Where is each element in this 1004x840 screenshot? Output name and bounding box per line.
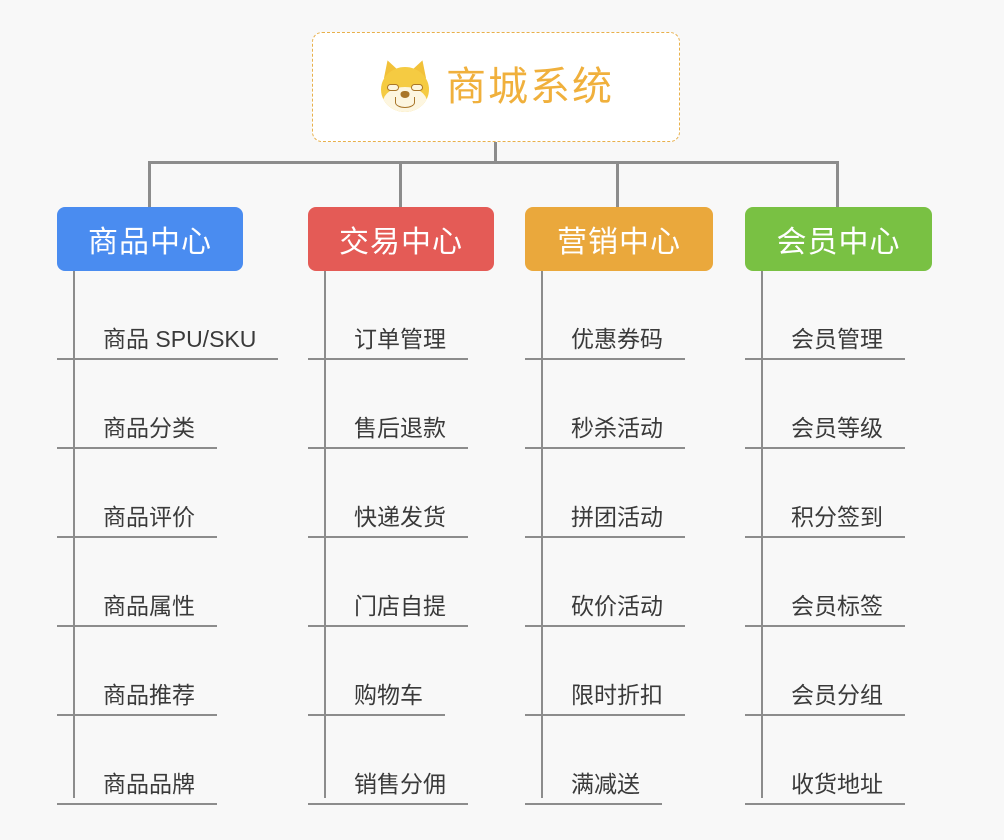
leaf-item-label: 会员分组 xyxy=(745,682,905,716)
leaf-item[interactable]: 购物车 xyxy=(308,627,494,716)
branch-header[interactable]: 营销中心 xyxy=(525,207,713,271)
leaf-item[interactable]: 商品评价 xyxy=(57,449,243,538)
leaf-list: 订单管理售后退款快递发货门店自提购物车销售分佣 xyxy=(308,271,494,805)
leaf-item-label: 会员管理 xyxy=(745,326,905,360)
connector-drop-4 xyxy=(836,161,839,207)
leaf-item[interactable]: 收货地址 xyxy=(745,716,932,805)
leaf-list: 会员管理会员等级积分签到会员标签会员分组收货地址 xyxy=(745,271,932,805)
leaf-item-label: 商品品牌 xyxy=(57,771,217,805)
leaf-item-label: 优惠券码 xyxy=(525,326,685,360)
branch-1: 商品中心商品 SPU/SKU 商品分类商品评价商品属性商品推荐商品品牌 xyxy=(57,207,279,805)
leaf-item-label: 订单管理 xyxy=(308,326,468,360)
leaf-item[interactable]: 售后退款 xyxy=(308,360,494,449)
root-title: 商城系统 xyxy=(446,65,614,109)
leaf-item-label: 收货地址 xyxy=(745,771,905,805)
leaf-item-label: 满减送 xyxy=(525,771,662,805)
leaf-item-label: 商品属性 xyxy=(57,593,217,627)
connector-drop-3 xyxy=(616,161,619,207)
branch-header[interactable]: 交易中心 xyxy=(308,207,494,271)
connector-drop-1 xyxy=(148,161,151,207)
branch-spine xyxy=(73,271,75,798)
root-node[interactable]: 商城系统 xyxy=(312,32,680,142)
leaf-item[interactable]: 优惠券码 xyxy=(525,271,713,360)
leaf-item[interactable]: 商品品牌 xyxy=(57,716,243,805)
branch-4: 会员中心会员管理会员等级积分签到会员标签会员分组收货地址 xyxy=(745,207,932,805)
branch-spine xyxy=(324,271,326,798)
leaf-item-label: 购物车 xyxy=(308,682,445,716)
branch-spine xyxy=(761,271,763,798)
leaf-item[interactable]: 积分签到 xyxy=(745,449,932,538)
leaf-item-label: 商品 SPU/SKU xyxy=(57,326,279,360)
branch-header[interactable]: 会员中心 xyxy=(745,207,932,271)
leaf-item[interactable]: 商品属性 xyxy=(57,538,243,627)
leaf-item-label: 砍价活动 xyxy=(525,593,685,627)
leaf-item-label: 秒杀活动 xyxy=(525,415,685,449)
leaf-item[interactable]: 会员分组 xyxy=(745,627,932,716)
leaf-item-label: 快递发货 xyxy=(308,504,468,538)
branch-header-label: 营销中心 xyxy=(557,226,681,259)
leaf-item-label: 商品分类 xyxy=(57,415,217,449)
leaf-item-label: 会员标签 xyxy=(745,593,905,627)
leaf-item[interactable]: 会员管理 xyxy=(745,271,932,360)
leaf-item[interactable]: 会员等级 xyxy=(745,360,932,449)
leaf-item[interactable]: 限时折扣 xyxy=(525,627,713,716)
branch-header-label: 交易中心 xyxy=(339,226,463,259)
leaf-item[interactable]: 拼团活动 xyxy=(525,449,713,538)
leaf-item-label: 销售分佣 xyxy=(308,771,468,805)
leaf-item[interactable]: 销售分佣 xyxy=(308,716,494,805)
leaf-item[interactable]: 秒杀活动 xyxy=(525,360,713,449)
leaf-item[interactable]: 满减送 xyxy=(525,716,713,805)
branch-header-label: 商品中心 xyxy=(88,226,212,259)
branch-3: 营销中心优惠券码秒杀活动拼团活动砍价活动限时折扣满减送 xyxy=(525,207,713,805)
leaf-item-label: 会员等级 xyxy=(745,415,905,449)
leaf-item[interactable]: 门店自提 xyxy=(308,538,494,627)
leaf-item[interactable]: 商品分类 xyxy=(57,360,243,449)
leaf-list: 优惠券码秒杀活动拼团活动砍价活动限时折扣满减送 xyxy=(525,271,713,805)
leaf-item-label: 积分签到 xyxy=(745,504,905,538)
leaf-item[interactable]: 砍价活动 xyxy=(525,538,713,627)
branch-spine xyxy=(541,271,543,798)
connector-horizontal-bus xyxy=(149,161,837,164)
leaf-item[interactable]: 会员标签 xyxy=(745,538,932,627)
leaf-item-label: 商品推荐 xyxy=(57,682,217,716)
shiba-dog-face-icon xyxy=(378,57,432,114)
connector-drop-2 xyxy=(399,161,402,207)
connector-root-stem xyxy=(494,142,497,164)
leaf-item-label: 限时折扣 xyxy=(525,682,685,716)
leaf-item-label: 门店自提 xyxy=(308,593,468,627)
leaf-item[interactable]: 快递发货 xyxy=(308,449,494,538)
leaf-item-label: 商品评价 xyxy=(57,504,217,538)
branch-header-label: 会员中心 xyxy=(776,226,901,259)
leaf-item[interactable]: 订单管理 xyxy=(308,271,494,360)
branch-2: 交易中心订单管理售后退款快递发货门店自提购物车销售分佣 xyxy=(308,207,494,805)
leaf-list: 商品 SPU/SKU 商品分类商品评价商品属性商品推荐商品品牌 xyxy=(57,271,279,805)
branch-header[interactable]: 商品中心 xyxy=(57,207,243,271)
leaf-item[interactable]: 商品推荐 xyxy=(57,627,243,716)
leaf-item-label: 售后退款 xyxy=(308,415,468,449)
leaf-item[interactable]: 商品 SPU/SKU xyxy=(57,271,279,360)
leaf-item-label: 拼团活动 xyxy=(525,504,685,538)
